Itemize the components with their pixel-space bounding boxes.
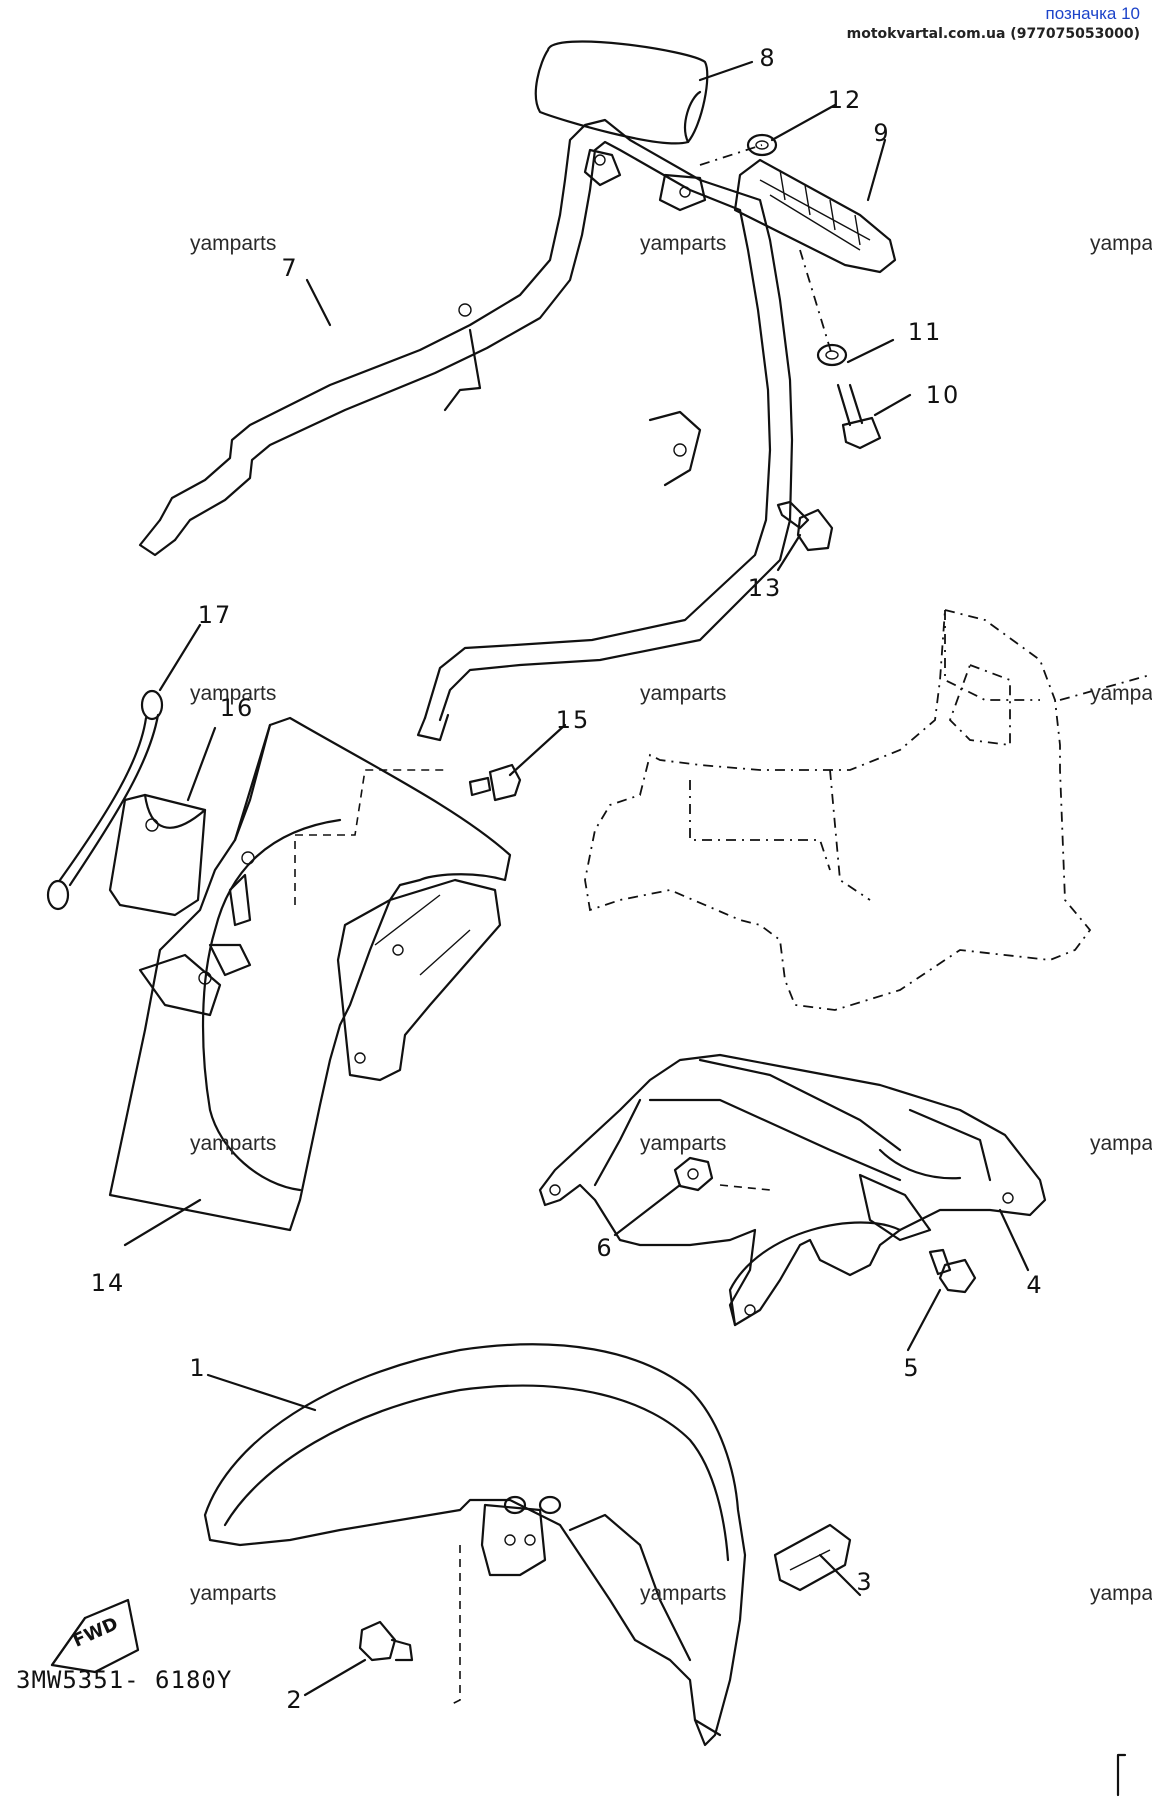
- part-17-cable: [46, 689, 164, 911]
- callout-17: 17: [197, 601, 233, 629]
- callout-12: 12: [827, 86, 863, 114]
- part-13-bolt: [776, 500, 834, 552]
- callout-6: 6: [596, 1234, 614, 1262]
- watermark-text: yamparts: [640, 232, 727, 255]
- callout-8: 8: [759, 44, 777, 72]
- part-14-inner-fender: [108, 716, 512, 1232]
- watermark-text: yamparts: [1090, 1582, 1152, 1605]
- callout-leaders: [123, 60, 1030, 1697]
- part-1-front-fender: [203, 1343, 747, 1747]
- callout-14: 14: [90, 1269, 126, 1297]
- callout-13: 13: [747, 574, 783, 602]
- callout-3: 3: [856, 1568, 874, 1596]
- watermark-text: yamparts: [190, 682, 277, 705]
- part-12-washer: [746, 133, 778, 157]
- callout-5: 5: [903, 1354, 921, 1382]
- watermark-text: yamparts: [640, 1582, 727, 1605]
- callout-16: 16: [219, 694, 255, 722]
- part-16-pouch: [108, 793, 207, 917]
- part-10-bolt: [836, 383, 882, 450]
- part-15-bolt: [468, 763, 522, 802]
- watermark-text: yamparts: [1090, 232, 1152, 255]
- watermark-text: yamparts: [1090, 682, 1152, 705]
- callout-2: 2: [286, 1686, 304, 1714]
- reference-title: позначка 10: [1045, 4, 1141, 23]
- part-8-cushion: [534, 40, 709, 145]
- rear-fender-ghost-outline: [584, 608, 1151, 1011]
- watermark-text: yamparts: [190, 1132, 277, 1155]
- callout-7: 7: [281, 254, 299, 282]
- part-3-clip: [773, 1523, 852, 1592]
- callout-15: 15: [555, 706, 591, 734]
- callout-9: 9: [873, 119, 891, 147]
- callout-4: 4: [1026, 1271, 1044, 1299]
- callout-1: 1: [189, 1354, 207, 1382]
- watermark-text: yamparts: [1090, 1132, 1152, 1155]
- watermark-text: yamparts: [640, 682, 727, 705]
- source-site: motokvartal.com.ua (977075053000): [846, 26, 1140, 42]
- part-5-bolt: [928, 1248, 977, 1294]
- diagram-code: 3MW5351- 6180Y: [16, 1666, 233, 1694]
- watermark-text: yamparts: [640, 1132, 727, 1155]
- watermark-text: yamparts: [190, 232, 277, 255]
- part-11-washer: [816, 343, 848, 367]
- watermark-text: yamparts: [190, 1582, 277, 1605]
- part-9-grip: [733, 158, 897, 274]
- part-4-fender-stay: [538, 1053, 1047, 1327]
- part-2-bolt: [358, 1620, 414, 1662]
- callout-11: 11: [907, 318, 943, 346]
- part-7-grab-frame: [138, 118, 794, 742]
- callout-10: 10: [925, 381, 961, 409]
- fwd-arrow-icon: [50, 1598, 140, 1674]
